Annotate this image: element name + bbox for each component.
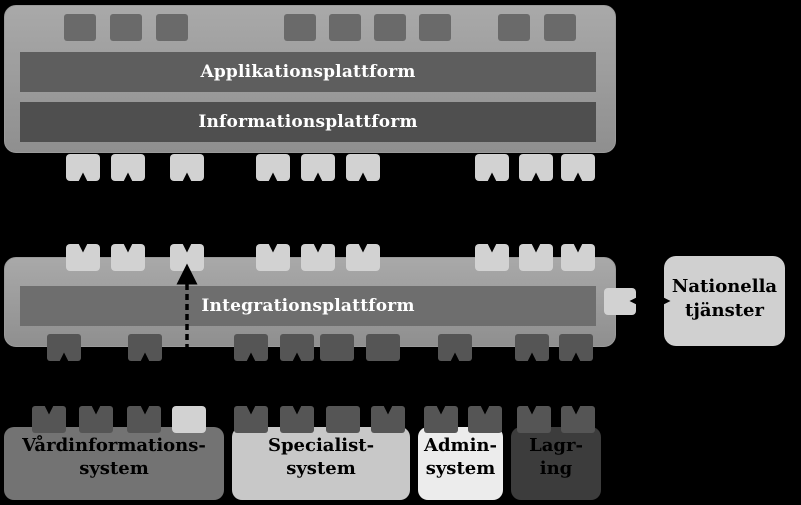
storage-system: Lagr- ing xyxy=(511,427,601,500)
care-system-line2: system xyxy=(79,458,149,479)
fan-out-bracket xyxy=(439,379,485,404)
fan-out-bracket xyxy=(47,379,96,404)
application-platform-bar: Applikationsplattform xyxy=(20,52,596,92)
adapter-connector xyxy=(320,334,354,361)
top-module xyxy=(374,14,406,41)
admin-system-line1: Admin- xyxy=(424,435,497,456)
storage-system-line1: Lagr- xyxy=(529,435,583,456)
top-module xyxy=(498,14,530,41)
merge-bracket xyxy=(335,363,399,415)
adapter-connector xyxy=(366,334,400,361)
top-module xyxy=(419,14,451,41)
specialist-system-line2: system xyxy=(286,458,356,479)
storage-system-line2: ing xyxy=(539,458,573,479)
top-module xyxy=(544,14,576,41)
system-connector xyxy=(326,406,360,433)
specialist-system: Specialist- system xyxy=(232,427,410,500)
information-platform-bar: Informationsplattform xyxy=(20,102,596,142)
top-module xyxy=(156,14,188,41)
integration-platform-bar: Integrationsplattform xyxy=(20,286,596,326)
specialist-system-line1: Specialist- xyxy=(267,435,375,456)
top-module xyxy=(329,14,361,41)
care-system-line1: Vårdinformations- xyxy=(22,435,206,456)
admin-system-line2: system xyxy=(425,458,496,479)
top-module xyxy=(284,14,316,41)
national-services-line1: Nationella xyxy=(671,276,778,297)
top-module xyxy=(110,14,142,41)
system-connector xyxy=(172,406,206,433)
admin-system: Admin- system xyxy=(418,427,503,500)
national-services-box: Nationella tjänster xyxy=(664,256,785,346)
national-services-line2: tjänster xyxy=(685,300,764,321)
top-module xyxy=(64,14,96,41)
care-information-system: Vårdinformations- system xyxy=(4,427,224,500)
